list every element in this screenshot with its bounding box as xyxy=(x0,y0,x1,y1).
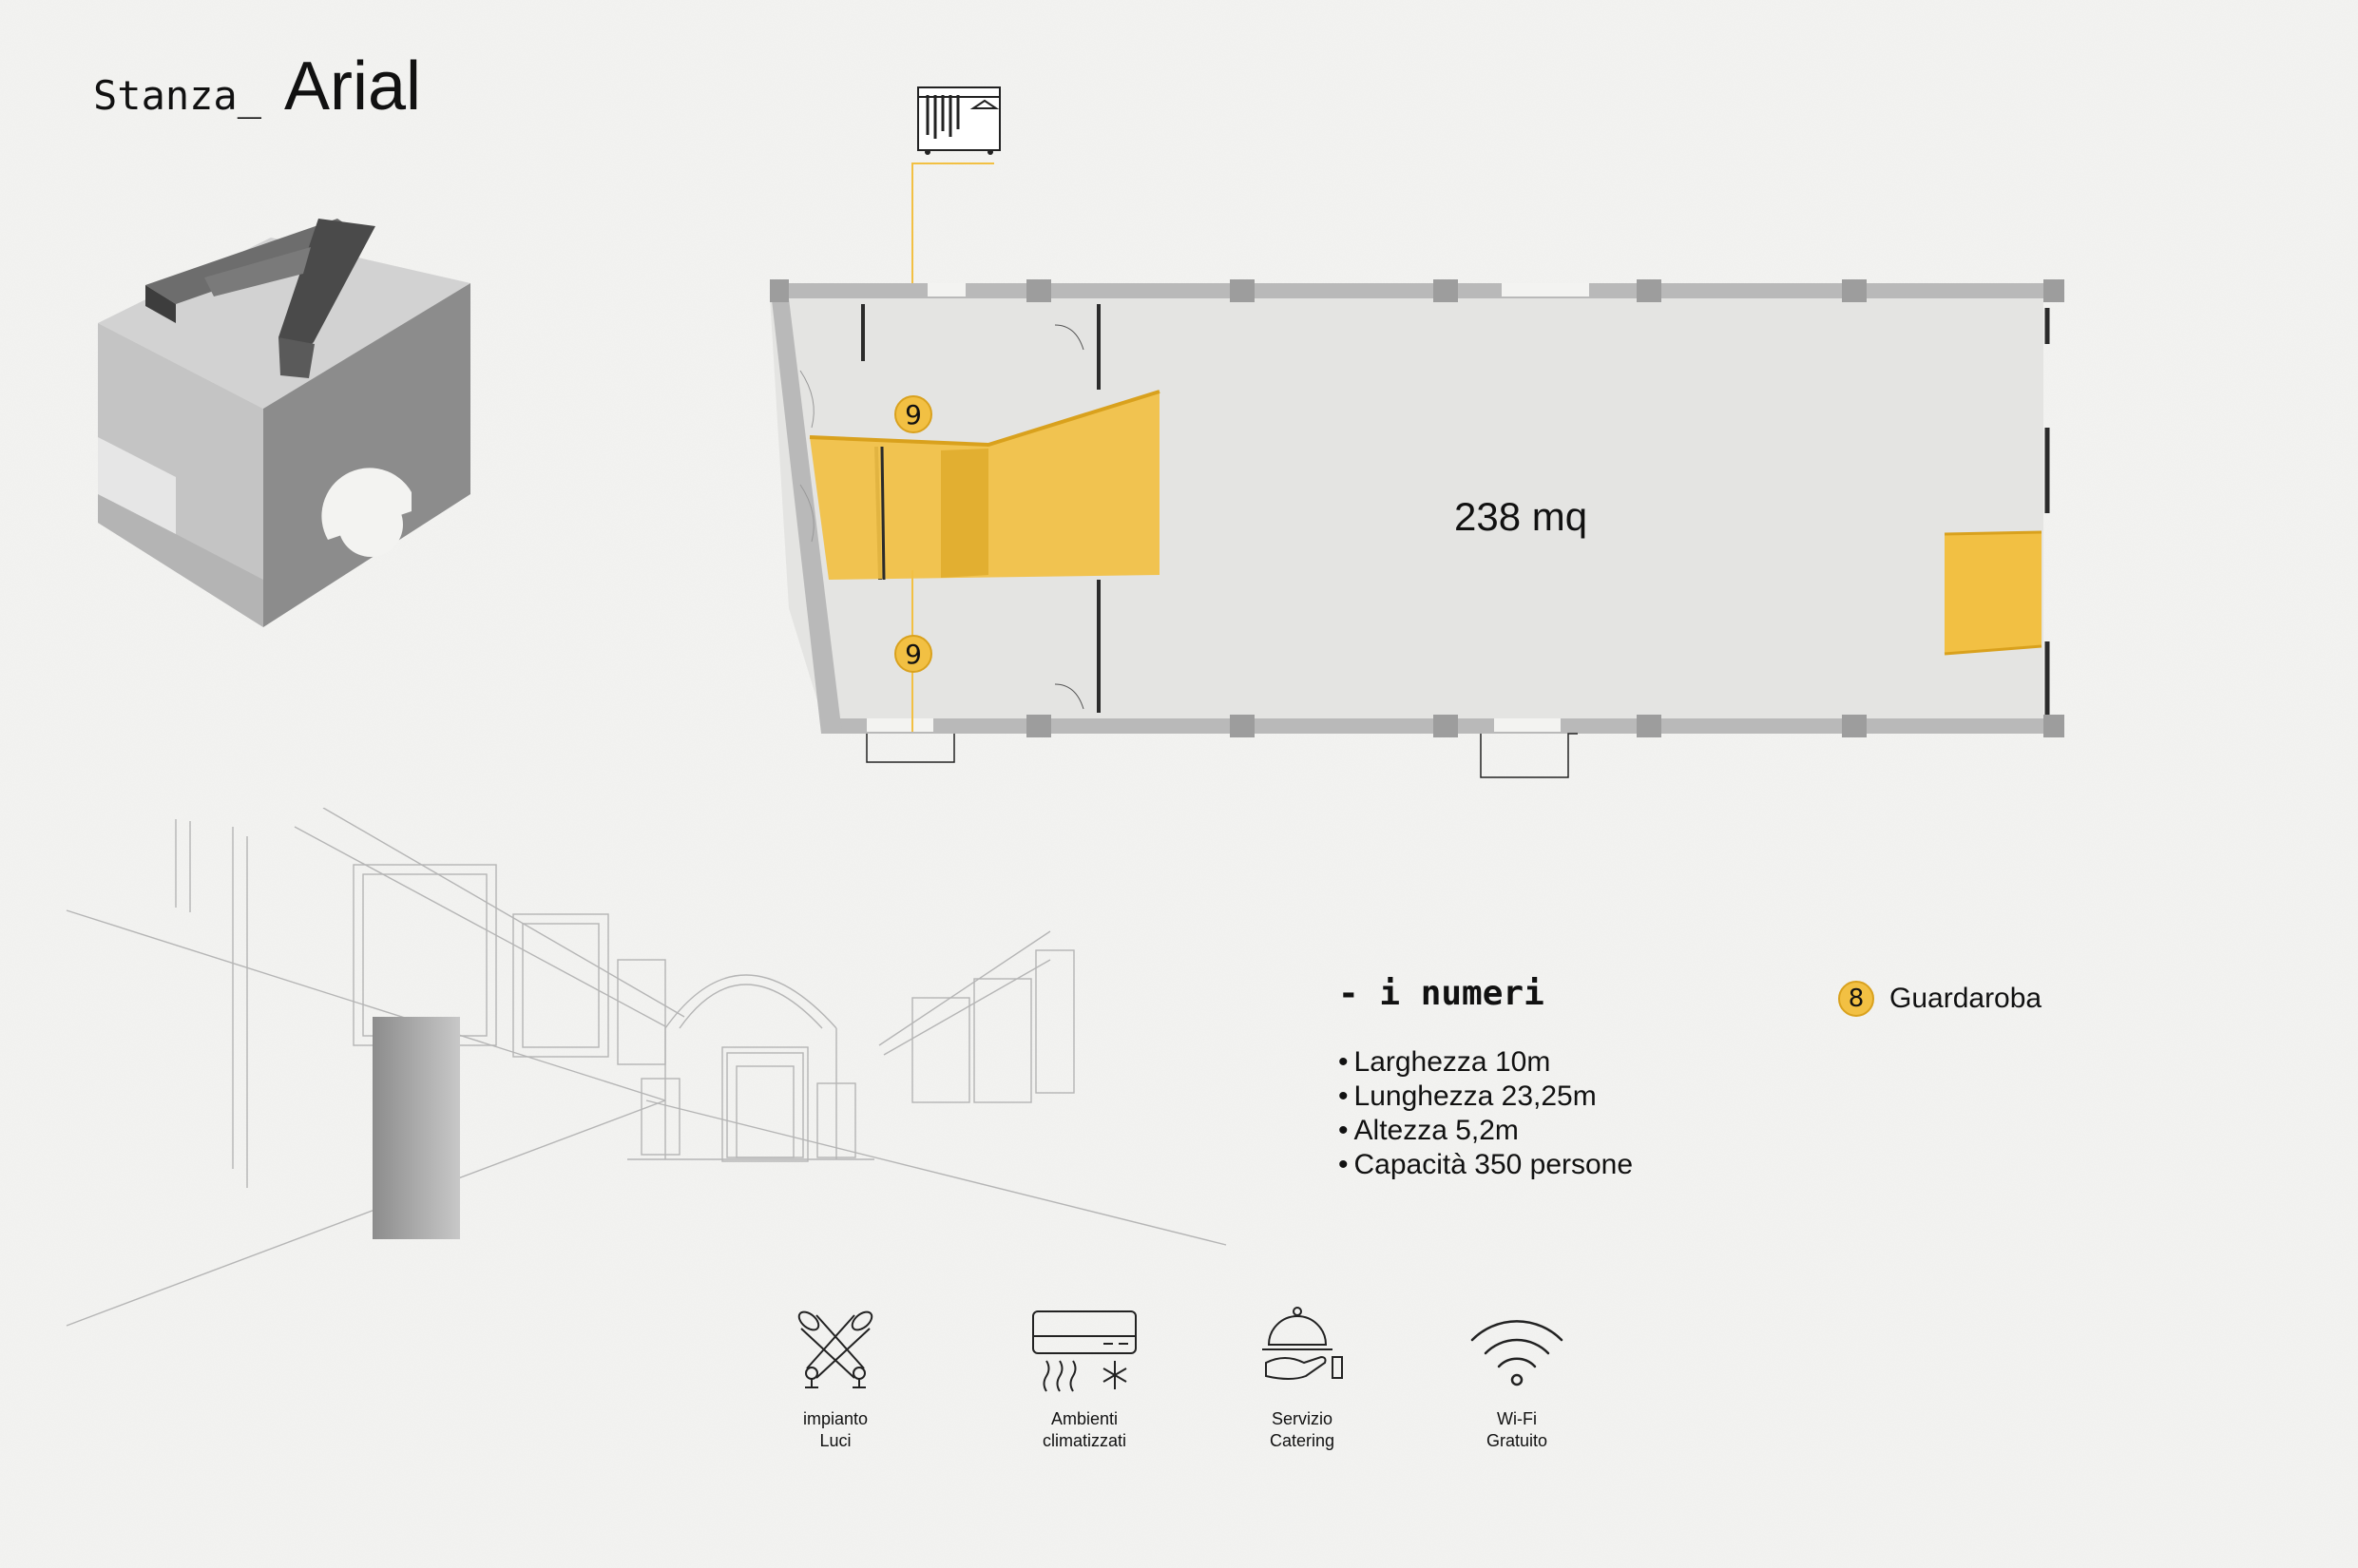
amenity-catering-label: Servizio Catering xyxy=(1231,1408,1373,1452)
spotlights-icon xyxy=(797,1310,873,1388)
page-title: Stanza_ Arial xyxy=(93,48,421,125)
amenity-catering-line2: Catering xyxy=(1269,1431,1335,1450)
wardrobe-rack-icon xyxy=(917,86,1001,155)
legend-number-badge: 8 xyxy=(1838,981,1874,1017)
amenity-air-conditioning-line1: Ambienti xyxy=(1050,1409,1119,1428)
amenity-lighting-line1: impianto xyxy=(802,1409,869,1428)
amenity-wifi-label: Wi-Fi Gratuito xyxy=(1446,1408,1588,1452)
title-room-name: Arial xyxy=(284,48,422,124)
amenity-air-conditioning-label: Ambienti climatizzati xyxy=(1013,1408,1156,1452)
letter-cube-logo xyxy=(98,219,470,627)
amenity-catering: Servizio Catering xyxy=(1231,1302,1373,1452)
amenity-catering-line1: Servizio xyxy=(1271,1409,1333,1428)
spec-capacity: Capacità 350 persone xyxy=(1338,1148,1634,1182)
amenity-wifi-line1: Wi-Fi xyxy=(1497,1409,1537,1428)
wifi-icon xyxy=(1470,1320,1563,1386)
amenity-wifi: Wi-Fi Gratuito xyxy=(1446,1302,1588,1452)
numbers-heading: - i numeri xyxy=(1338,974,1544,1013)
specs-list: Larghezza 10m Lunghezza 23,25m Altezza 5… xyxy=(1338,1045,1634,1182)
amenity-lighting-label: impianto Luci xyxy=(764,1408,907,1452)
amenity-lighting: impianto Luci xyxy=(764,1302,907,1452)
title-prefix: Stanza_ xyxy=(93,72,262,119)
amenity-wifi-line2: Gratuito xyxy=(1486,1431,1548,1450)
amenity-lighting-line2: Luci xyxy=(819,1431,852,1450)
interior-perspective-sketch xyxy=(66,808,1227,1327)
amenity-air-conditioning-line2: climatizzati xyxy=(1042,1431,1126,1450)
spec-width: Larghezza 10m xyxy=(1338,1045,1633,1080)
spec-length: Lunghezza 23,25m xyxy=(1338,1080,1633,1114)
legend-label: Guardaroba xyxy=(1889,983,2042,1014)
spec-height: Altezza 5,2m xyxy=(1338,1114,1633,1148)
catering-cloche-icon xyxy=(1262,1307,1343,1380)
floorplan-pin-top: 9 xyxy=(894,395,932,433)
floorplan-pin-bottom: 9 xyxy=(894,635,932,673)
amenity-air-conditioning: Ambienti climatizzati xyxy=(1013,1302,1156,1452)
legend-wardrobe: 8 Guardaroba xyxy=(1838,981,2042,1017)
area-label: 238 mq xyxy=(1454,494,1588,539)
air-conditioner-icon xyxy=(1032,1310,1137,1392)
floor-plan xyxy=(770,86,2064,778)
